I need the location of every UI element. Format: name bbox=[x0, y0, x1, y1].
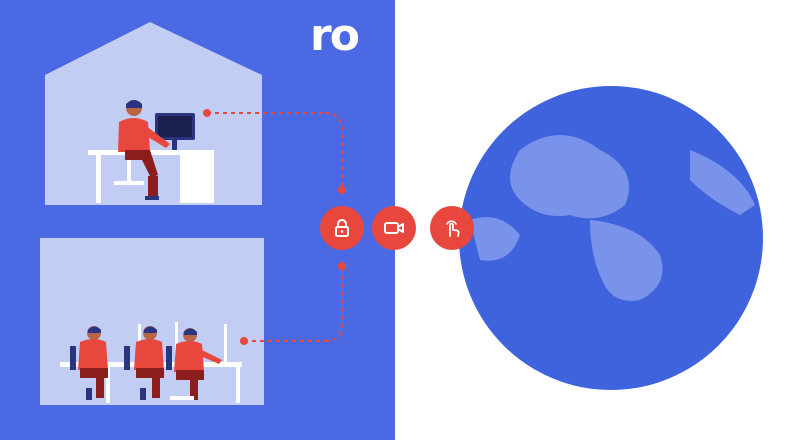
home-office-house bbox=[45, 22, 262, 205]
office-building bbox=[40, 238, 264, 405]
video-camera-icon bbox=[384, 222, 404, 234]
globe bbox=[459, 86, 763, 390]
video-button[interactable] bbox=[372, 206, 416, 250]
lock-icon bbox=[335, 219, 349, 237]
touch-button[interactable] bbox=[430, 206, 474, 250]
ro-logo: ro bbox=[310, 10, 360, 61]
touch-gesture-icon bbox=[446, 220, 460, 237]
lock-button[interactable] bbox=[320, 206, 364, 250]
